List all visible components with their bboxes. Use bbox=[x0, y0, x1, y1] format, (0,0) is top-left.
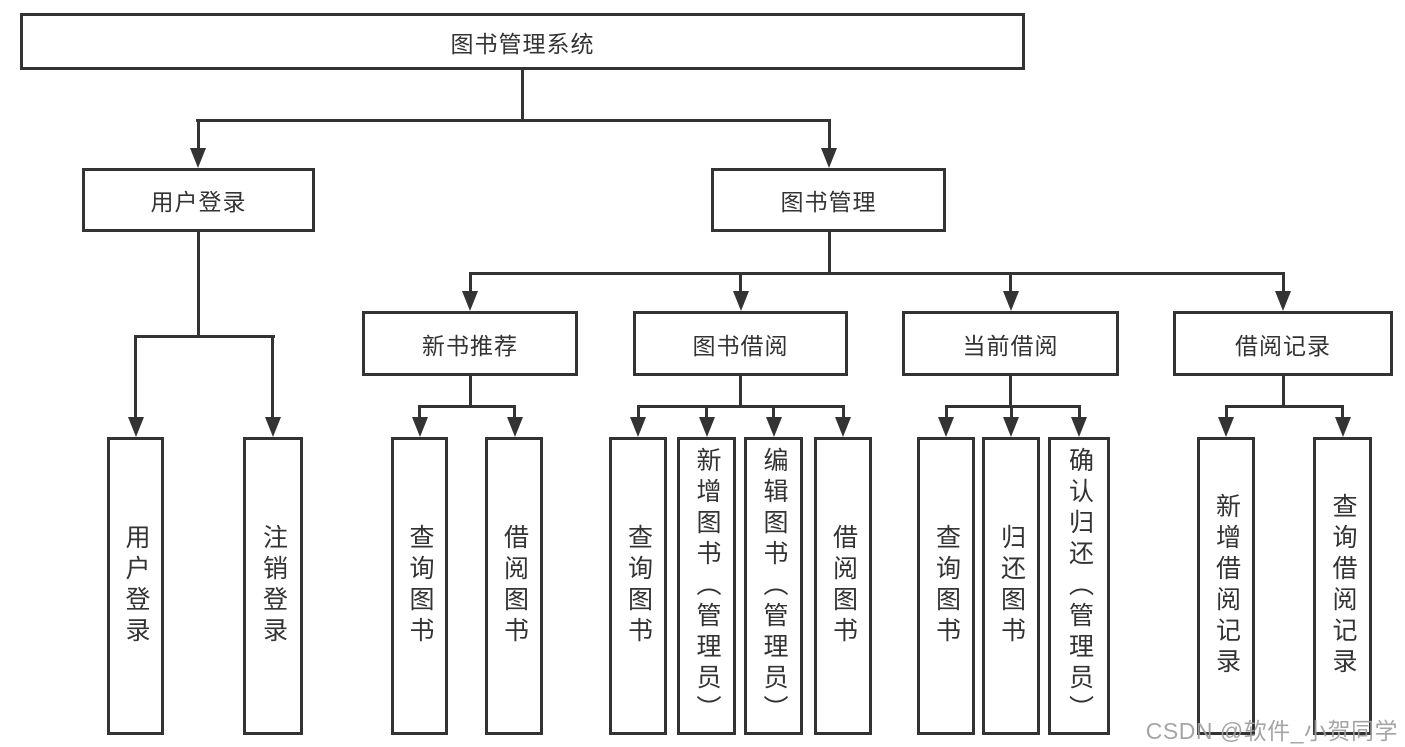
connector-line bbox=[1009, 272, 1012, 294]
arrow-down-icon bbox=[1275, 291, 1291, 311]
leaf-query-books-borrowing: 查询图书 bbox=[609, 437, 667, 735]
connector-line bbox=[945, 405, 948, 419]
node-borrowing-records-label: 借阅记录 bbox=[1235, 332, 1331, 359]
connector-line bbox=[271, 335, 274, 419]
arrow-down-icon bbox=[766, 417, 782, 437]
node-current-borrowing-label: 当前借阅 bbox=[962, 332, 1059, 359]
connector-line bbox=[197, 232, 200, 338]
node-current-borrowing: 当前借阅 bbox=[902, 311, 1119, 376]
arrow-down-icon bbox=[821, 148, 837, 168]
connector-line bbox=[1225, 405, 1228, 419]
leaf-logout: 注销登录 bbox=[243, 437, 303, 735]
leaf-query-books-borrowing-label: 查询图书 bbox=[624, 524, 653, 648]
connector-line bbox=[469, 272, 472, 294]
connector-line bbox=[828, 232, 831, 275]
leaf-confirm-return-admin-label: 确认归还（管理员） bbox=[1065, 446, 1094, 726]
arrow-down-icon bbox=[265, 417, 281, 437]
connector-line bbox=[1078, 405, 1081, 419]
leaf-return-books-label: 归还图书 bbox=[997, 524, 1026, 648]
arrow-down-icon bbox=[462, 291, 478, 311]
connector-line bbox=[196, 119, 831, 122]
leaf-user-login-label: 用户登录 bbox=[122, 524, 150, 648]
node-borrowing-records: 借阅记录 bbox=[1173, 311, 1393, 376]
connector-line bbox=[705, 405, 708, 419]
connector-line bbox=[418, 405, 421, 419]
connector-line bbox=[772, 405, 775, 419]
arrow-down-icon bbox=[938, 417, 954, 437]
leaf-borrow-books-recommend: 借阅图书 bbox=[485, 437, 543, 735]
connector-line bbox=[1282, 272, 1285, 294]
leaf-edit-book-admin: 编辑图书（管理员） bbox=[744, 437, 803, 735]
connector-line bbox=[842, 405, 845, 419]
connector-line bbox=[828, 119, 831, 150]
leaf-return-books: 归还图书 bbox=[982, 437, 1040, 735]
leaf-user-login: 用户登录 bbox=[107, 437, 164, 735]
arrow-down-icon bbox=[1071, 417, 1087, 437]
node-user-login: 用户登录 bbox=[82, 168, 315, 232]
connector-line bbox=[1225, 405, 1344, 408]
arrow-down-icon bbox=[630, 417, 646, 437]
connector-line bbox=[197, 119, 200, 150]
leaf-add-borrow-record-label: 新增借阅记录 bbox=[1212, 493, 1241, 679]
arrow-down-icon bbox=[835, 417, 851, 437]
node-new-book-recommend: 新书推荐 bbox=[362, 311, 578, 376]
connector-line bbox=[1010, 405, 1013, 419]
connector-line bbox=[1282, 376, 1285, 407]
csdn-watermark: CSDN @软件_小贺同学 bbox=[1145, 718, 1398, 744]
leaf-query-books-recommend: 查询图书 bbox=[391, 437, 448, 735]
connector-line bbox=[418, 405, 516, 408]
connector-line bbox=[469, 376, 472, 407]
leaf-add-book-admin-label: 新增图书（管理员） bbox=[693, 446, 721, 726]
connector-line bbox=[739, 376, 742, 407]
connector-line bbox=[739, 272, 742, 294]
arrow-down-icon bbox=[1218, 417, 1234, 437]
leaf-logout-label: 注销登录 bbox=[259, 524, 288, 648]
leaf-query-borrow-record: 查询借阅记录 bbox=[1313, 437, 1372, 735]
node-book-borrowing-label: 图书借阅 bbox=[692, 332, 789, 359]
leaf-query-books-current-label: 查询图书 bbox=[932, 524, 961, 648]
connector-line bbox=[469, 272, 1285, 275]
node-book-management-label: 图书管理 bbox=[780, 189, 877, 215]
leaf-borrow-books-recommend-label: 借阅图书 bbox=[500, 524, 529, 648]
connector-line bbox=[1009, 376, 1012, 407]
arrow-down-icon bbox=[507, 417, 523, 437]
connector-line bbox=[637, 405, 640, 419]
arrow-down-icon bbox=[190, 148, 206, 168]
connector-line bbox=[134, 335, 275, 338]
leaf-query-borrow-record-label: 查询借阅记录 bbox=[1329, 493, 1357, 679]
node-book-borrowing: 图书借阅 bbox=[633, 311, 848, 376]
arrow-down-icon bbox=[699, 417, 715, 437]
arrow-down-icon bbox=[1003, 291, 1019, 311]
leaf-add-borrow-record: 新增借阅记录 bbox=[1197, 437, 1255, 735]
arrow-down-icon bbox=[412, 417, 428, 437]
leaf-borrow-books-borrowing: 借阅图书 bbox=[814, 437, 872, 735]
connector-line bbox=[637, 405, 845, 408]
node-new-book-recommend-label: 新书推荐 bbox=[422, 332, 518, 359]
arrow-down-icon bbox=[733, 291, 749, 311]
arrow-down-icon bbox=[1335, 417, 1351, 437]
node-book-management: 图书管理 bbox=[711, 168, 946, 232]
leaf-query-books-recommend-label: 查询图书 bbox=[406, 524, 434, 648]
node-library-system: 图书管理系统 bbox=[20, 13, 1025, 70]
connector-line bbox=[521, 70, 524, 122]
connector-line bbox=[513, 405, 516, 419]
node-user-login-label: 用户登录 bbox=[150, 189, 247, 215]
leaf-confirm-return-admin: 确认归还（管理员） bbox=[1048, 437, 1110, 735]
node-library-system-label: 图书管理系统 bbox=[450, 30, 595, 57]
arrow-down-icon bbox=[128, 417, 144, 437]
connector-line bbox=[1341, 405, 1344, 419]
leaf-add-book-admin: 新增图书（管理员） bbox=[677, 437, 736, 735]
leaf-query-books-current: 查询图书 bbox=[917, 437, 975, 735]
arrow-down-icon bbox=[1003, 417, 1019, 437]
connector-line bbox=[134, 335, 137, 419]
leaf-edit-book-admin-label: 编辑图书（管理员） bbox=[760, 446, 788, 726]
leaf-borrow-books-borrowing-label: 借阅图书 bbox=[829, 524, 858, 648]
